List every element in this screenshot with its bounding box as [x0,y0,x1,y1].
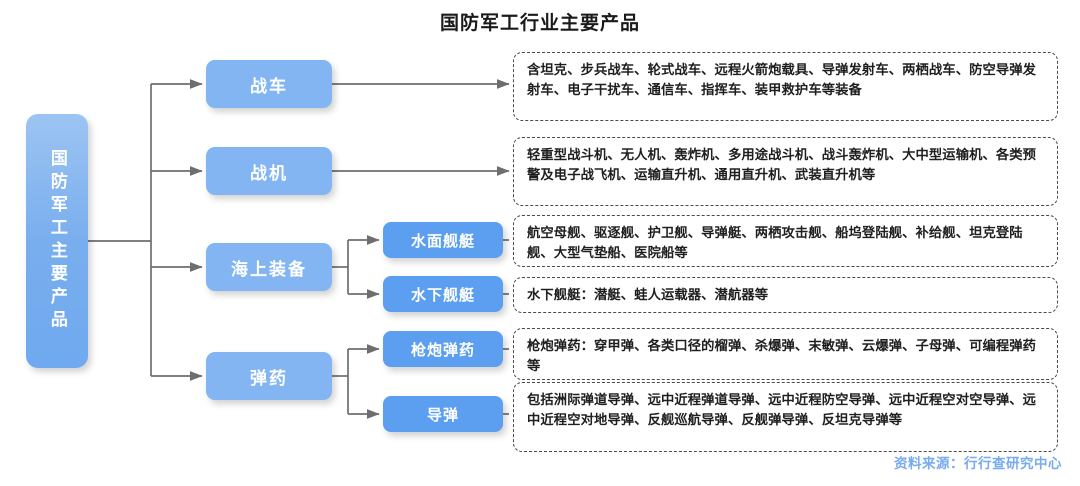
description-box-zhanche: 含坦克、步兵战车、轮式战车、远程火箭炮载具、导弹发射车、两栖战车、防空导弹发射车… [513,52,1058,121]
source-note: 资料来源：行行查研究中心 [894,456,1062,471]
node-haishang-zhuangbei[interactable]: 海上装备 [206,243,332,291]
node-qiangpao-danyao[interactable]: 枪炮弹药 [383,331,503,367]
root-node-label: 国防军工主要产品 [47,149,67,333]
node-danyao[interactable]: 弹药 [206,352,332,400]
node-shuimian-jianting[interactable]: 水面舰艇 [383,222,503,258]
page-title: 国防军工行业主要产品 [439,13,640,34]
node-daodan[interactable]: 导弹 [383,396,503,432]
node-zhanji[interactable]: 战机 [206,147,332,195]
description-box-shuimian: 航空母舰、驱逐舰、护卫舰、导弹艇、两栖攻击舰、船坞登陆舰、补给舰、坦克登陆舰、大… [513,215,1058,267]
description-box-daodan: 包括洲际弹道导弹、远中近程弹道导弹、远中近程防空导弹、远中近程空对空导弹、远中近… [513,382,1058,452]
node-shuixia-jianting[interactable]: 水下舰艇 [383,276,503,312]
description-box-qiangpao: 枪炮弹药：穿甲弹、各类口径的榴弹、杀爆弹、末敏弹、云爆弹、子母弹、可编程弹药等 [513,328,1058,380]
root-node[interactable]: 国防军工主要产品 [26,114,88,368]
description-box-zhanji: 轻重型战斗机、无人机、轰炸机、多用途战斗机、战斗轰炸机、大中型运输机、各类预警及… [513,137,1058,206]
node-zhanche[interactable]: 战车 [206,60,332,108]
description-box-shuixia: 水下舰艇：潜艇、蛙人运载器、潜航器等 [513,277,1058,313]
